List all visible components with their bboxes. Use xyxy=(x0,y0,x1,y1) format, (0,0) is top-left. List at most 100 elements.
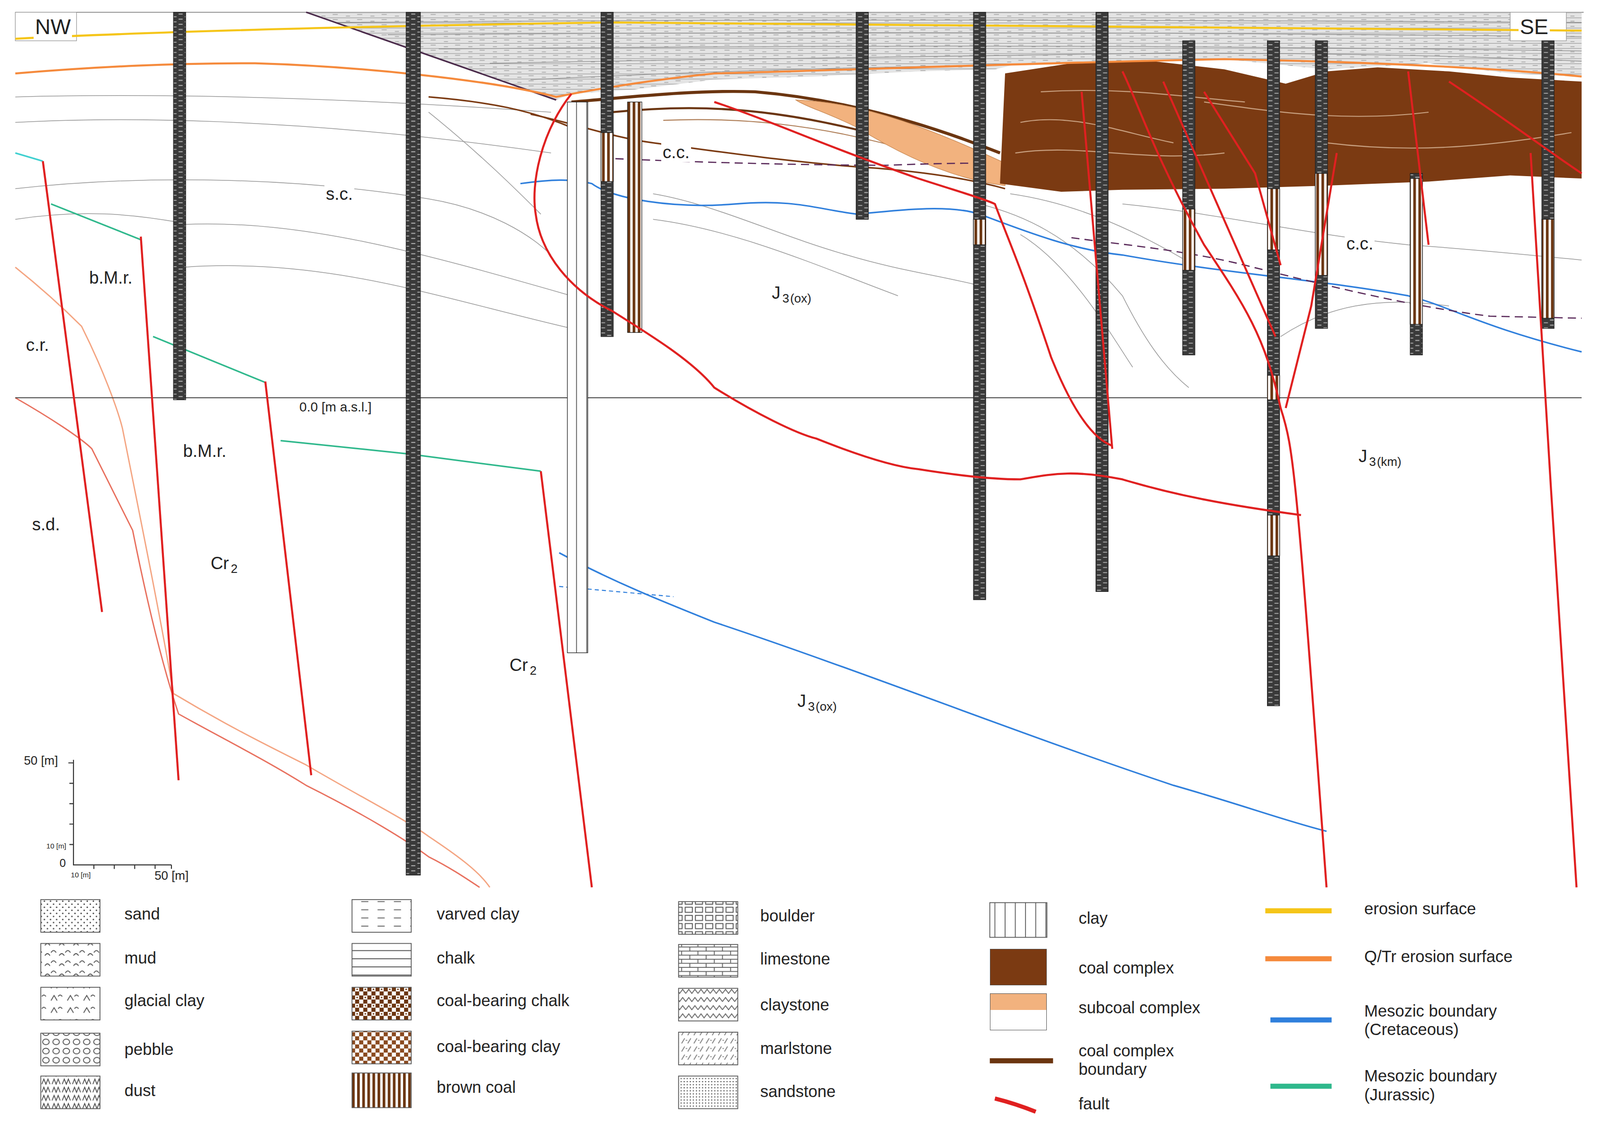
unit-label: J xyxy=(770,283,783,303)
legend-samples xyxy=(40,899,100,933)
legend-text: coal complex xyxy=(1078,959,1174,979)
legend-samples xyxy=(40,987,100,1021)
legend-samples xyxy=(1265,908,1332,914)
legend-text: coal-bearing chalk xyxy=(436,991,570,1011)
unit-subscript: 3 xyxy=(782,291,790,306)
layer-lines xyxy=(15,213,179,223)
coal-bands xyxy=(305,12,1582,192)
unit-label: Cr xyxy=(209,554,231,574)
legend-text: subcoal complex xyxy=(1078,998,1201,1018)
compass-label: SE xyxy=(1518,15,1550,39)
legend-samples xyxy=(1270,1084,1332,1090)
boreholes xyxy=(973,219,986,245)
boreholes xyxy=(601,132,614,182)
faults xyxy=(140,236,179,781)
boreholes xyxy=(1267,40,1280,706)
scale-bar xyxy=(68,763,172,871)
datum-label: 0.0 [m a.s.l.] xyxy=(297,400,374,415)
layer-lines xyxy=(183,265,572,329)
unit-label: s.c. xyxy=(324,184,355,204)
legend-text: brown coal xyxy=(436,1078,516,1098)
legend-text: boulder xyxy=(760,907,815,926)
legend-samples xyxy=(678,944,738,978)
boreholes xyxy=(567,101,588,653)
legend-samples xyxy=(678,1076,738,1110)
legend-text: claystone xyxy=(760,996,830,1016)
boundaries xyxy=(15,59,1582,98)
legend-text: dust xyxy=(124,1081,156,1101)
legend-samples xyxy=(40,1076,100,1110)
boundaries xyxy=(15,397,1582,399)
legend-samples xyxy=(351,899,412,933)
legend-samples xyxy=(351,1073,412,1108)
boreholes xyxy=(173,12,1555,876)
legend-text: glacial clay xyxy=(124,991,205,1011)
legend-samples xyxy=(351,943,412,977)
legend-text: coal complex boundary xyxy=(1078,1042,1199,1080)
unit-subscript: 2 xyxy=(230,562,238,576)
unit-subscript: (ox) xyxy=(789,291,812,306)
legend-samples xyxy=(678,988,738,1022)
legend-samples xyxy=(351,987,412,1021)
unit-label: c.r. xyxy=(24,335,51,355)
unit-subscript: 3 xyxy=(1368,455,1377,469)
coal-bands xyxy=(999,61,1582,192)
legend-samples xyxy=(1265,956,1332,962)
coal-bands xyxy=(428,97,572,128)
legend-samples xyxy=(40,943,100,977)
legend-samples xyxy=(40,899,1332,1113)
scale-label: 10 [m] xyxy=(69,871,92,880)
boreholes xyxy=(1315,40,1328,329)
boreholes xyxy=(173,12,186,401)
unit-label: s.d. xyxy=(30,515,62,535)
legend-samples xyxy=(989,902,1048,938)
boreholes xyxy=(601,12,614,337)
faults xyxy=(265,381,312,776)
legend-text: coal-bearing clay xyxy=(436,1037,561,1057)
legend-samples xyxy=(1270,1017,1332,1024)
faults xyxy=(540,471,593,888)
faults xyxy=(1163,81,1276,337)
legend-text: clay xyxy=(1078,909,1108,929)
legend-text: erosion surface xyxy=(1364,899,1476,919)
boreholes xyxy=(627,101,642,333)
boundaries xyxy=(51,204,541,472)
boreholes xyxy=(1541,40,1555,329)
legend-text: limestone xyxy=(760,950,831,970)
legend-samples xyxy=(678,1032,738,1066)
unit-label: c.c. xyxy=(1344,234,1375,254)
quaternary-cover xyxy=(1510,12,1566,41)
legend-text: sand xyxy=(124,905,161,925)
layer-lines xyxy=(183,224,572,297)
unit-label: J xyxy=(795,692,808,711)
legend-text: marlstone xyxy=(760,1039,832,1059)
faults xyxy=(1122,71,1327,888)
layer-lines xyxy=(428,112,541,215)
faults xyxy=(1408,71,1429,245)
faults xyxy=(42,71,1582,888)
legend-samples xyxy=(678,901,738,935)
boundaries xyxy=(602,158,1582,319)
legend-text: Q/Tr erosion surface xyxy=(1364,947,1513,967)
layer-lines xyxy=(15,179,551,256)
boreholes xyxy=(1541,219,1555,319)
unit-subscript: 3 xyxy=(807,700,816,714)
legend-samples xyxy=(40,1033,100,1067)
unit-label: Cr xyxy=(508,656,530,675)
unit-label: c.c. xyxy=(661,143,692,162)
legend-text: fault xyxy=(1078,1095,1110,1115)
boreholes xyxy=(1096,12,1109,593)
legend-text: pebble xyxy=(124,1040,174,1060)
boreholes xyxy=(1410,173,1423,355)
legend-text: Mesozic boundary (Cretaceous) xyxy=(1364,1002,1528,1040)
unit-label: b.M.r. xyxy=(87,268,134,288)
faults xyxy=(1530,152,1577,888)
boundaries xyxy=(15,152,43,162)
scale-label: 10 [m] xyxy=(44,842,68,851)
legend-samples xyxy=(994,1098,1036,1113)
legend-swatch xyxy=(989,949,1048,987)
faults xyxy=(1204,91,1281,266)
unit-subscript: 2 xyxy=(529,664,537,678)
scale-bar xyxy=(73,760,172,866)
boundaries xyxy=(0,0,1600,398)
